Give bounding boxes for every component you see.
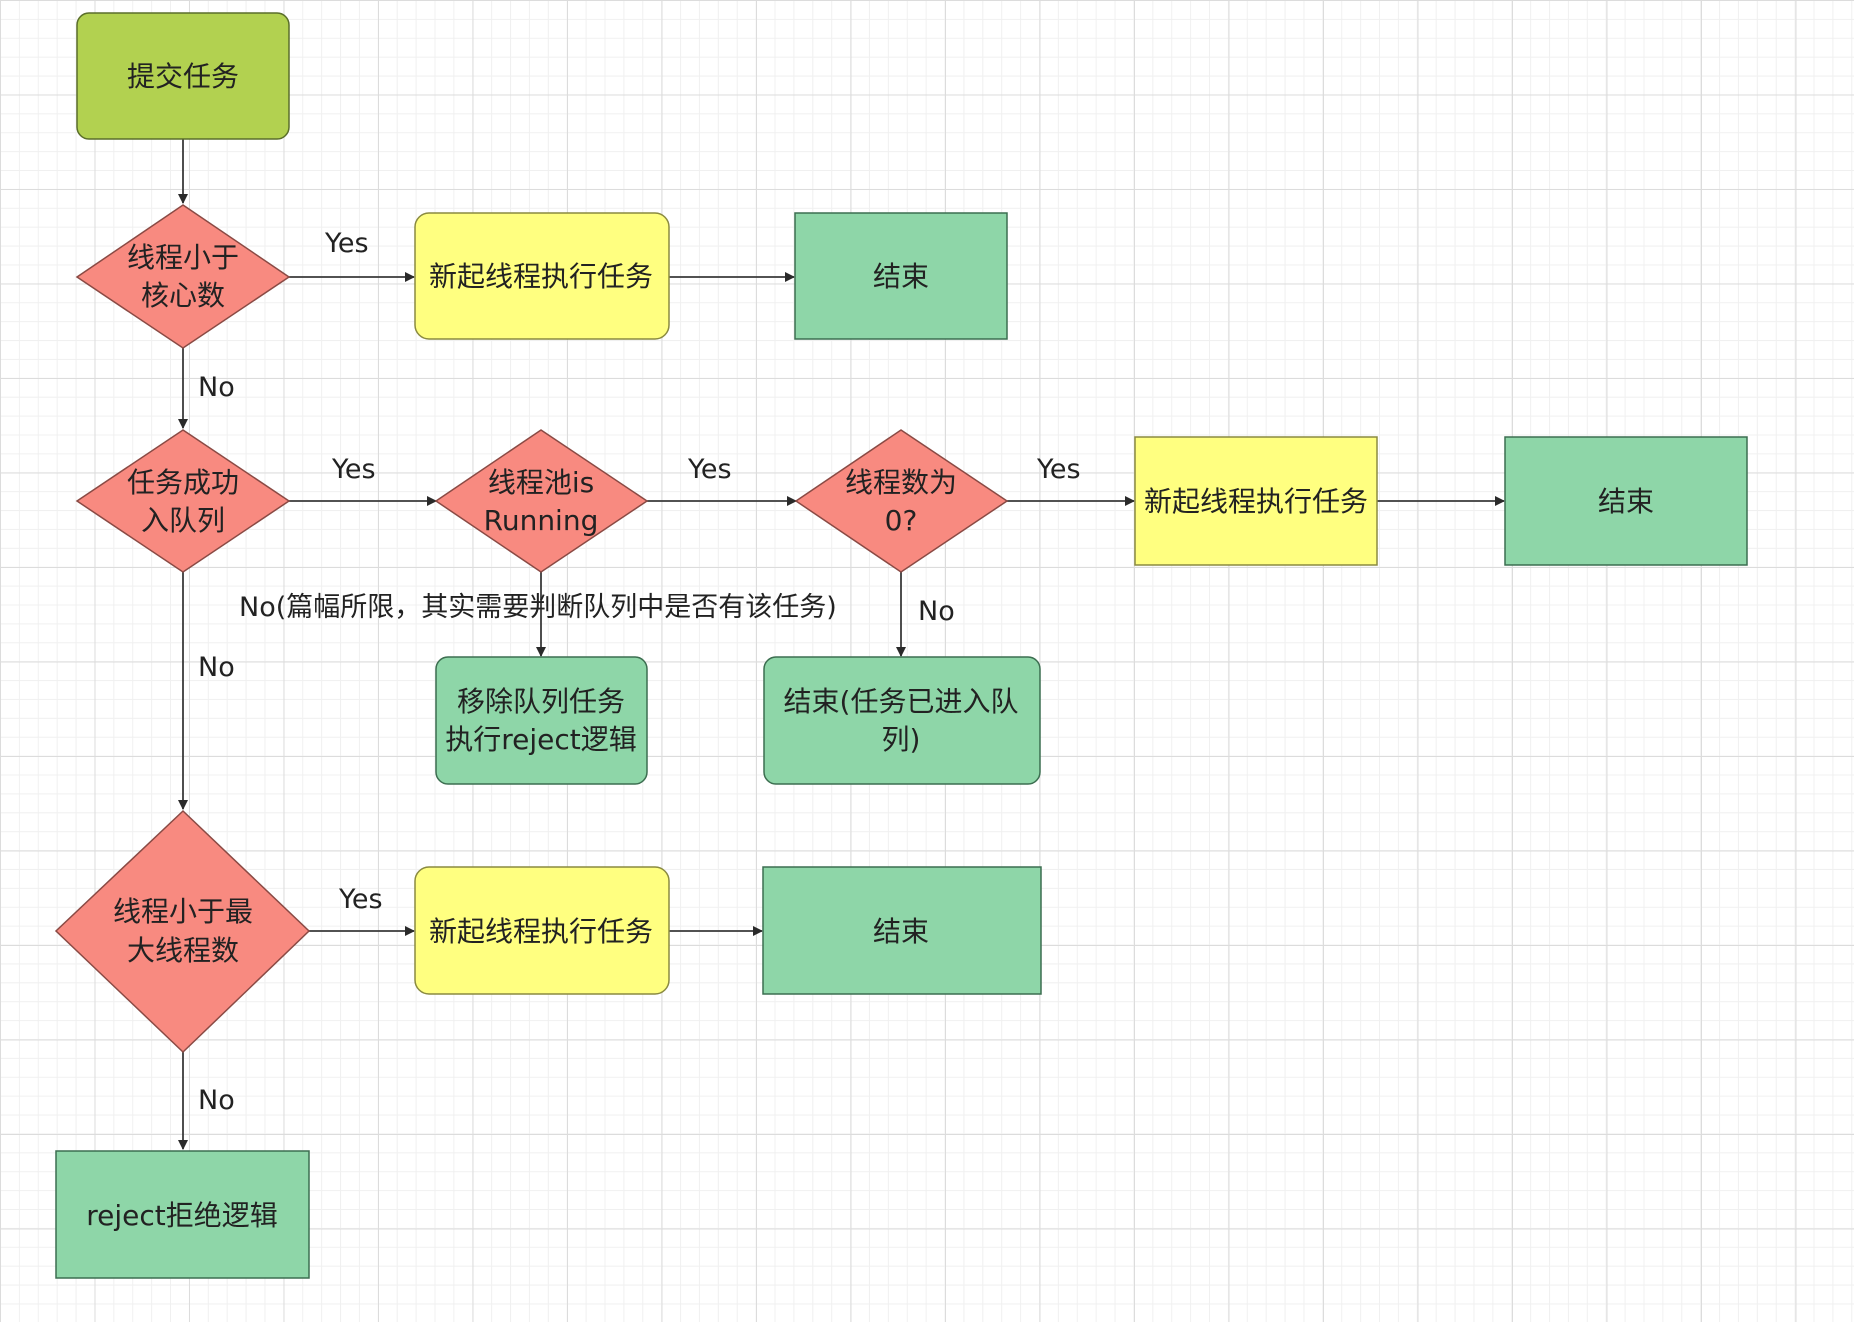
edge-label-core-no: No: [198, 372, 235, 403]
decision-node-thread-count-zero: 线程数为 0?: [794, 429, 1009, 573]
node-label: 结束: [873, 915, 929, 948]
process-node-new-thread-3: 新起线程执行任务: [414, 866, 670, 995]
node-label: 新起线程执行任务: [429, 260, 653, 293]
node-label-line2: Running: [484, 504, 599, 537]
node-label-line2: 执行reject逻辑: [445, 723, 637, 756]
node-label-line2: 列): [882, 723, 921, 756]
node-label-line2: 入队列: [141, 504, 225, 537]
edge-label-zero-no: No: [918, 596, 955, 627]
node-label-line2: 大线程数: [127, 934, 239, 967]
node-label: 新起线程执行任务: [1144, 485, 1368, 518]
edge-label-enqueue-yes: Yes: [331, 454, 376, 485]
node-label-line1: 移除队列任务: [457, 685, 625, 718]
terminal-node-end-1: 结束: [794, 212, 1008, 340]
node-label: 结束: [1598, 485, 1654, 518]
node-label-line1: 线程小于最: [113, 895, 253, 928]
edge-label-max-yes: Yes: [338, 884, 383, 915]
decision-node-enqueue-success: 任务成功 入队列: [75, 429, 291, 573]
decision-node-threads-lt-max: 线程小于最 大线程数: [54, 809, 311, 1054]
node-label-line1: 线程小于: [127, 241, 239, 274]
node-label-line2: 核心数: [141, 279, 225, 312]
terminal-node-end-3: 结束: [762, 866, 1042, 995]
edge-labels: Yes No Yes Yes Yes No(篇幅所限，其实需要判断队列中是否有该…: [198, 228, 1081, 1116]
process-node-new-thread-1: 新起线程执行任务: [414, 212, 670, 340]
edges: [178, 139, 1505, 1150]
node-label: 提交任务: [127, 60, 239, 93]
node-label-line1: 线程数为: [845, 466, 957, 499]
edge-label-enqueue-no: No: [198, 652, 235, 683]
decision-node-threads-lt-core: 线程小于 核心数: [75, 204, 291, 349]
decision-node-pool-is-running: 线程池is Running: [434, 429, 649, 573]
node-label-line1: 线程池is: [488, 466, 594, 499]
edge-label-zero-yes: Yes: [1036, 454, 1081, 485]
start-node-submit-task: 提交任务: [76, 12, 290, 140]
terminal-node-remove-and-reject: 移除队列任务 执行reject逻辑: [435, 656, 648, 785]
terminal-node-reject: reject拒绝逻辑: [55, 1150, 310, 1279]
node-label: 新起线程执行任务: [429, 915, 653, 948]
edge-label-max-no: No: [198, 1085, 235, 1116]
node-label-line1: 结束(任务已进入队: [784, 685, 1019, 718]
node-label-line2: 0?: [885, 504, 918, 537]
terminal-node-end-queued: 结束(任务已进入队 列): [763, 656, 1041, 785]
terminal-node-end-2: 结束: [1504, 436, 1748, 566]
edge-label-running-no: No(篇幅所限，其实需要判断队列中是否有该任务): [239, 592, 837, 623]
node-label-line1: 任务成功: [127, 466, 239, 499]
process-node-new-thread-2: 新起线程执行任务: [1134, 436, 1378, 566]
edge-label-running-yes: Yes: [687, 454, 732, 485]
node-label: reject拒绝逻辑: [86, 1199, 278, 1232]
node-label: 结束: [873, 260, 929, 293]
edge-label-core-yes: Yes: [324, 228, 369, 259]
